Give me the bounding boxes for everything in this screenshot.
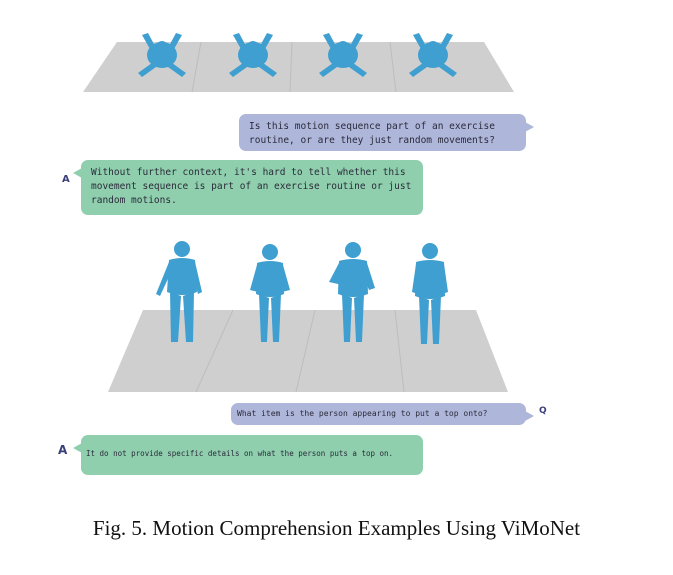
body-standing-4 — [412, 243, 448, 344]
body-top-view-1 — [138, 33, 186, 77]
answer-bubble-1: Without further context, it's hard to te… — [73, 160, 423, 215]
body-standing-2 — [250, 244, 290, 342]
answer-speaker-label-2: A — [58, 443, 68, 457]
answer-1-line-3: random motions. — [91, 195, 177, 206]
figure-caption: Fig. 5. Motion Comprehension Examples Us… — [92, 516, 581, 540]
floor-plane — [83, 42, 514, 92]
question-bubble-1: Is this motion sequence part of an exerc… — [239, 114, 534, 151]
answer-1-line-1: Without further context, it's hard to te… — [91, 167, 406, 178]
question-1-line-1: Is this motion sequence part of an exerc… — [249, 121, 495, 132]
body-top-view-2 — [229, 33, 277, 77]
body-standing-3 — [329, 242, 375, 342]
motion-sequence-front-view — [108, 241, 508, 393]
body-standing-1 — [156, 241, 202, 342]
answer-2-line-1: It do not provide specific details on wh… — [86, 449, 394, 458]
question-2-line-1: What item is the person appearing to put… — [237, 409, 488, 418]
motion-sequence-top-view — [83, 33, 514, 93]
question-speaker-label-2: Q — [539, 406, 547, 416]
body-top-view-4 — [409, 33, 457, 77]
floor-plane — [108, 310, 508, 392]
question-1-line-2: routine, or are they just random movemen… — [249, 135, 495, 146]
question-bubble-2: What item is the person appearing to put… — [231, 403, 534, 425]
answer-speaker-label-1: A — [62, 174, 70, 185]
answer-bubble-2: It do not provide specific details on wh… — [73, 435, 423, 475]
answer-1-line-2: movement sequence is part of an exercise… — [91, 181, 412, 192]
body-top-view-3 — [319, 33, 367, 77]
